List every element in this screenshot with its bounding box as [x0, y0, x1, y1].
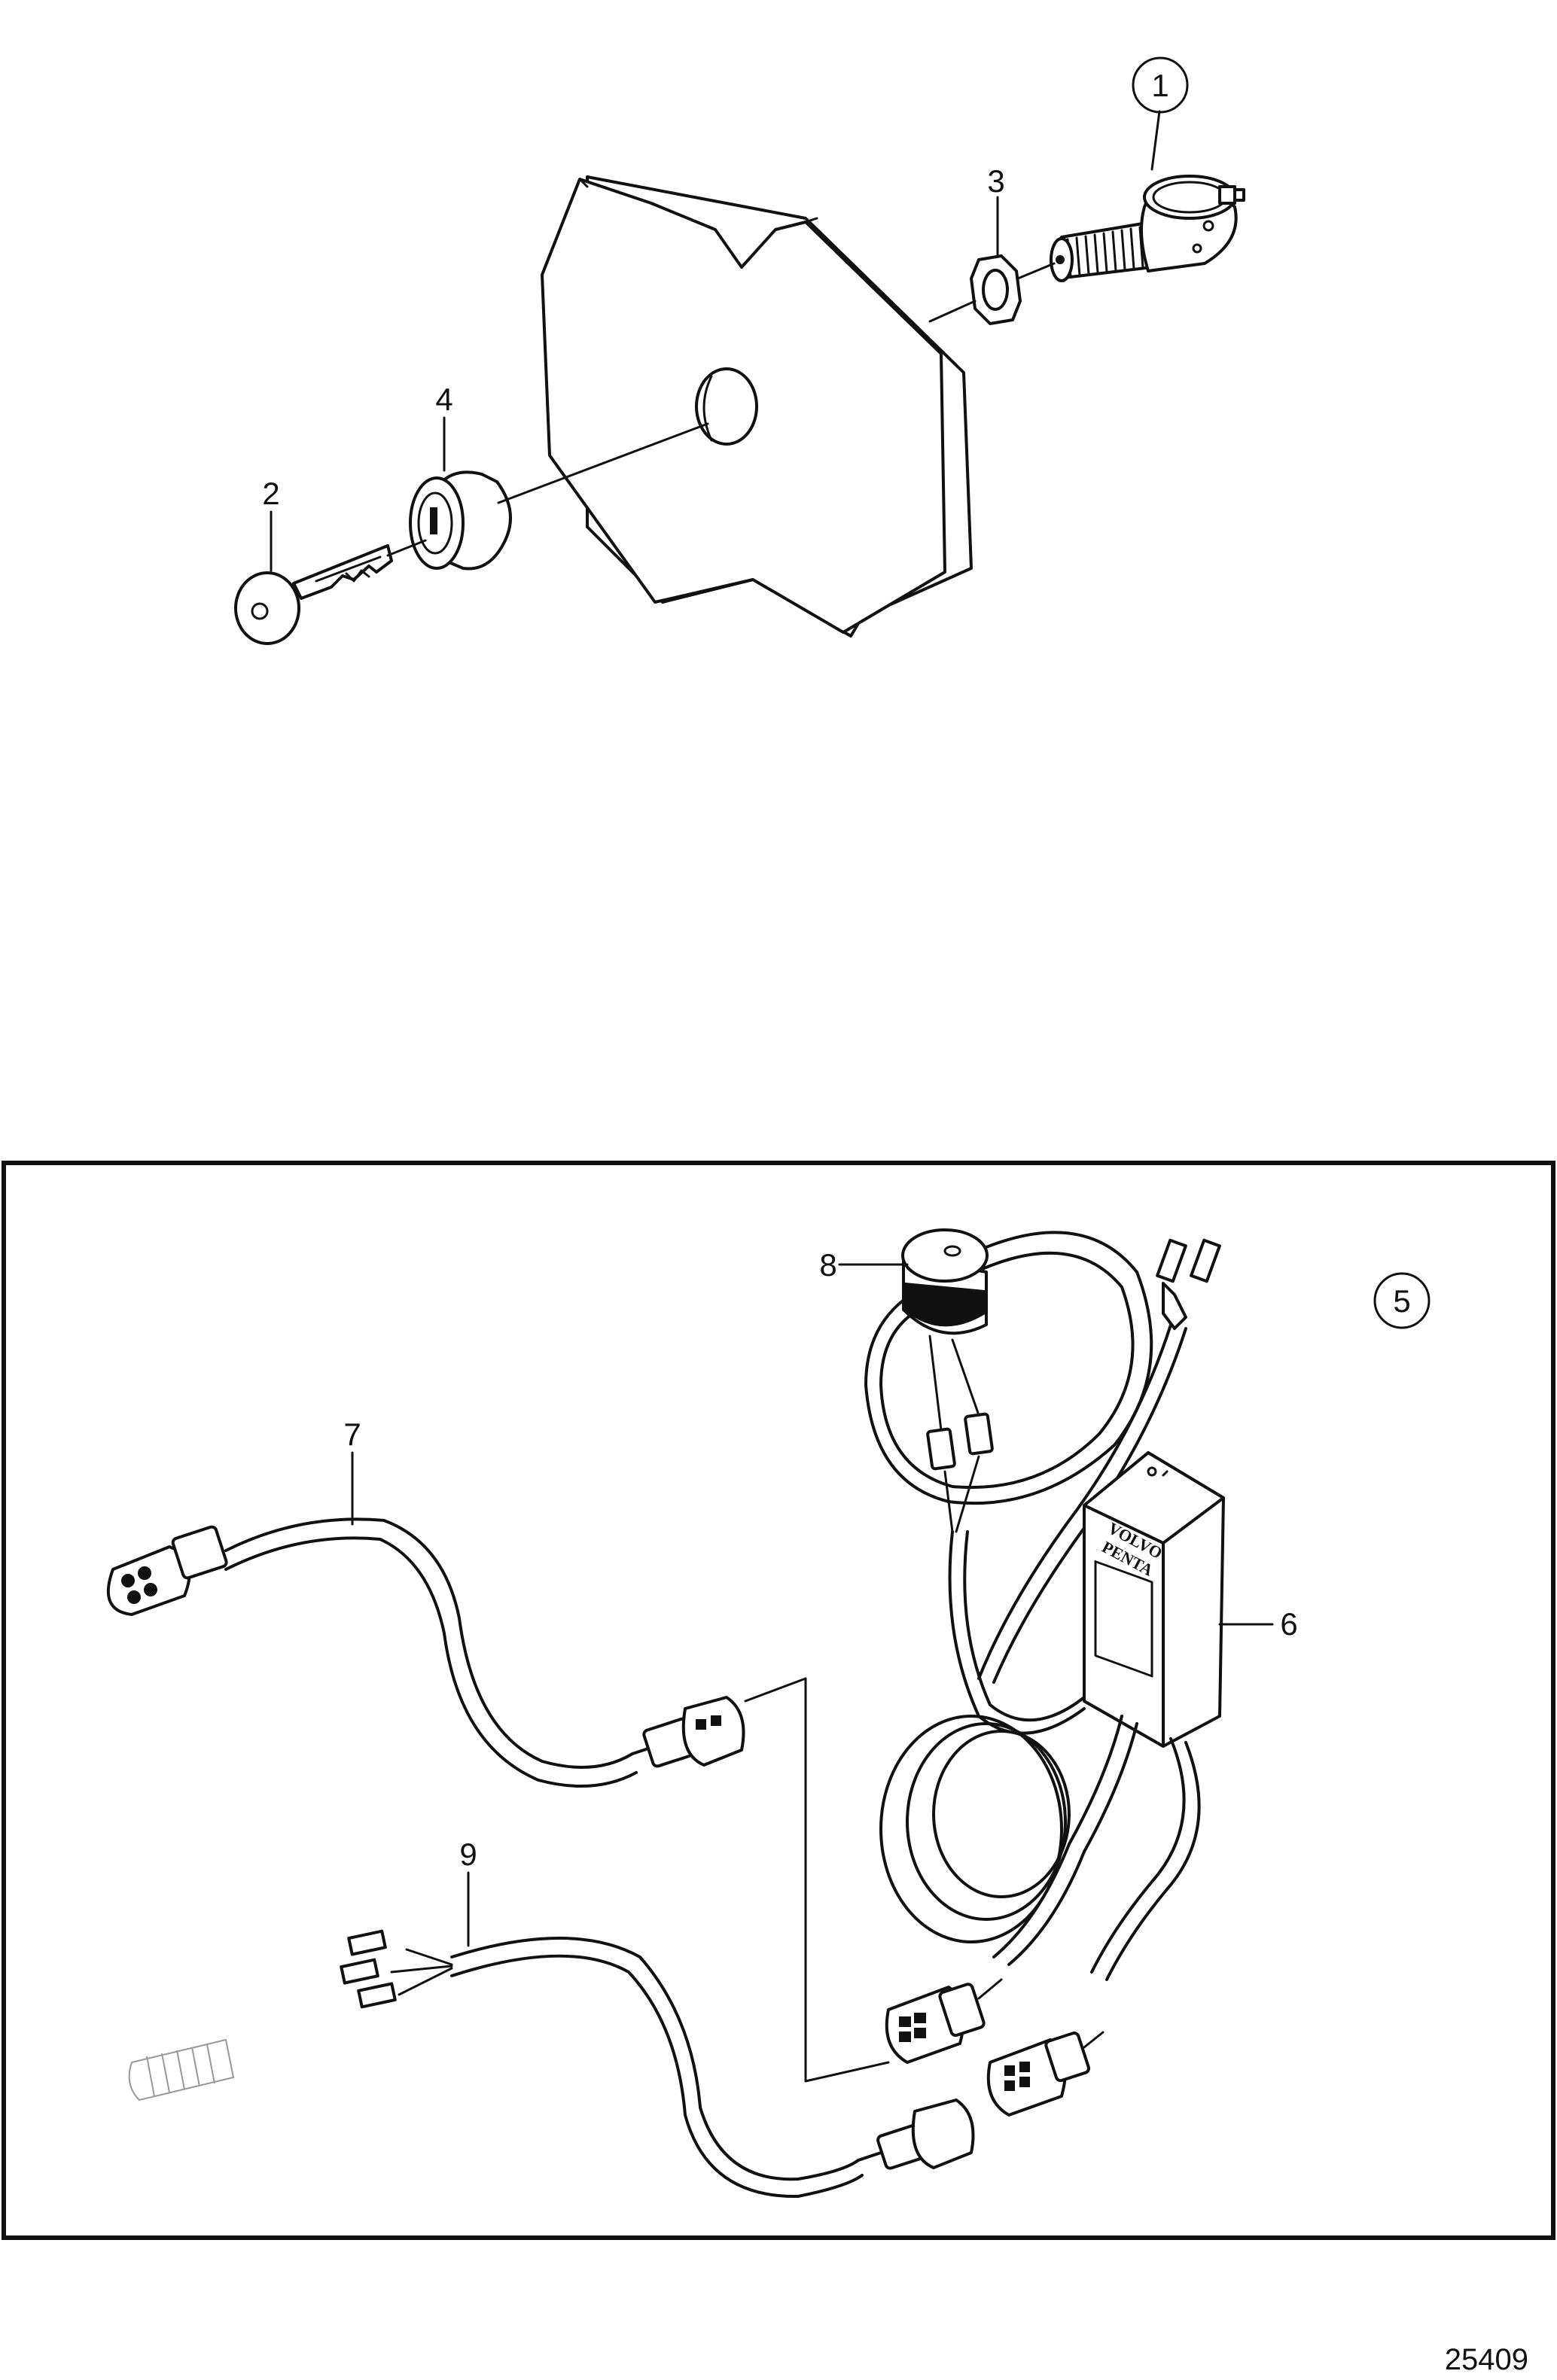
callout-6-label: 6 [1280, 1606, 1297, 1642]
callout-5-label: 5 [1393, 1283, 1410, 1319]
adapter-cable-7 [106, 1517, 745, 1788]
callout-9-label: 9 [459, 1837, 477, 1872]
ignition-switch [1050, 175, 1245, 282]
figure-number: 25409 [1445, 2343, 1528, 2376]
hex-nut [970, 254, 1022, 325]
ignition-key [234, 544, 393, 645]
assembly-axis-line [386, 262, 1056, 557]
callout-5: 5 [1373, 1272, 1431, 1329]
harness-coil [879, 1530, 1086, 1943]
ignition-switch-assembly [234, 110, 1245, 645]
callout-7-label: 7 [343, 1417, 361, 1452]
harness-connector-a [885, 1978, 1003, 2064]
harness-connector-b [986, 2031, 1105, 2117]
kit-frame [2, 1161, 1555, 2240]
callout-8-label: 8 [819, 1247, 836, 1283]
dashboard-panel [541, 175, 973, 638]
bezel-ring [409, 470, 512, 571]
callout-3-label: 3 [987, 163, 1004, 199]
callout-2-label: 2 [262, 476, 279, 511]
callout-1: 1 [1132, 56, 1189, 114]
connection-line [744, 1677, 890, 2083]
adapter-cable-9 [340, 1929, 975, 2199]
control-module: VOLVO PENTA [992, 1451, 1225, 1981]
callout-1-label: 1 [1151, 68, 1169, 103]
leader-1 [1150, 110, 1161, 171]
callout-4-label: 4 [435, 382, 452, 417]
threaded-bolt-sketch [128, 2038, 235, 2102]
buzzer [864, 1228, 1153, 1533]
